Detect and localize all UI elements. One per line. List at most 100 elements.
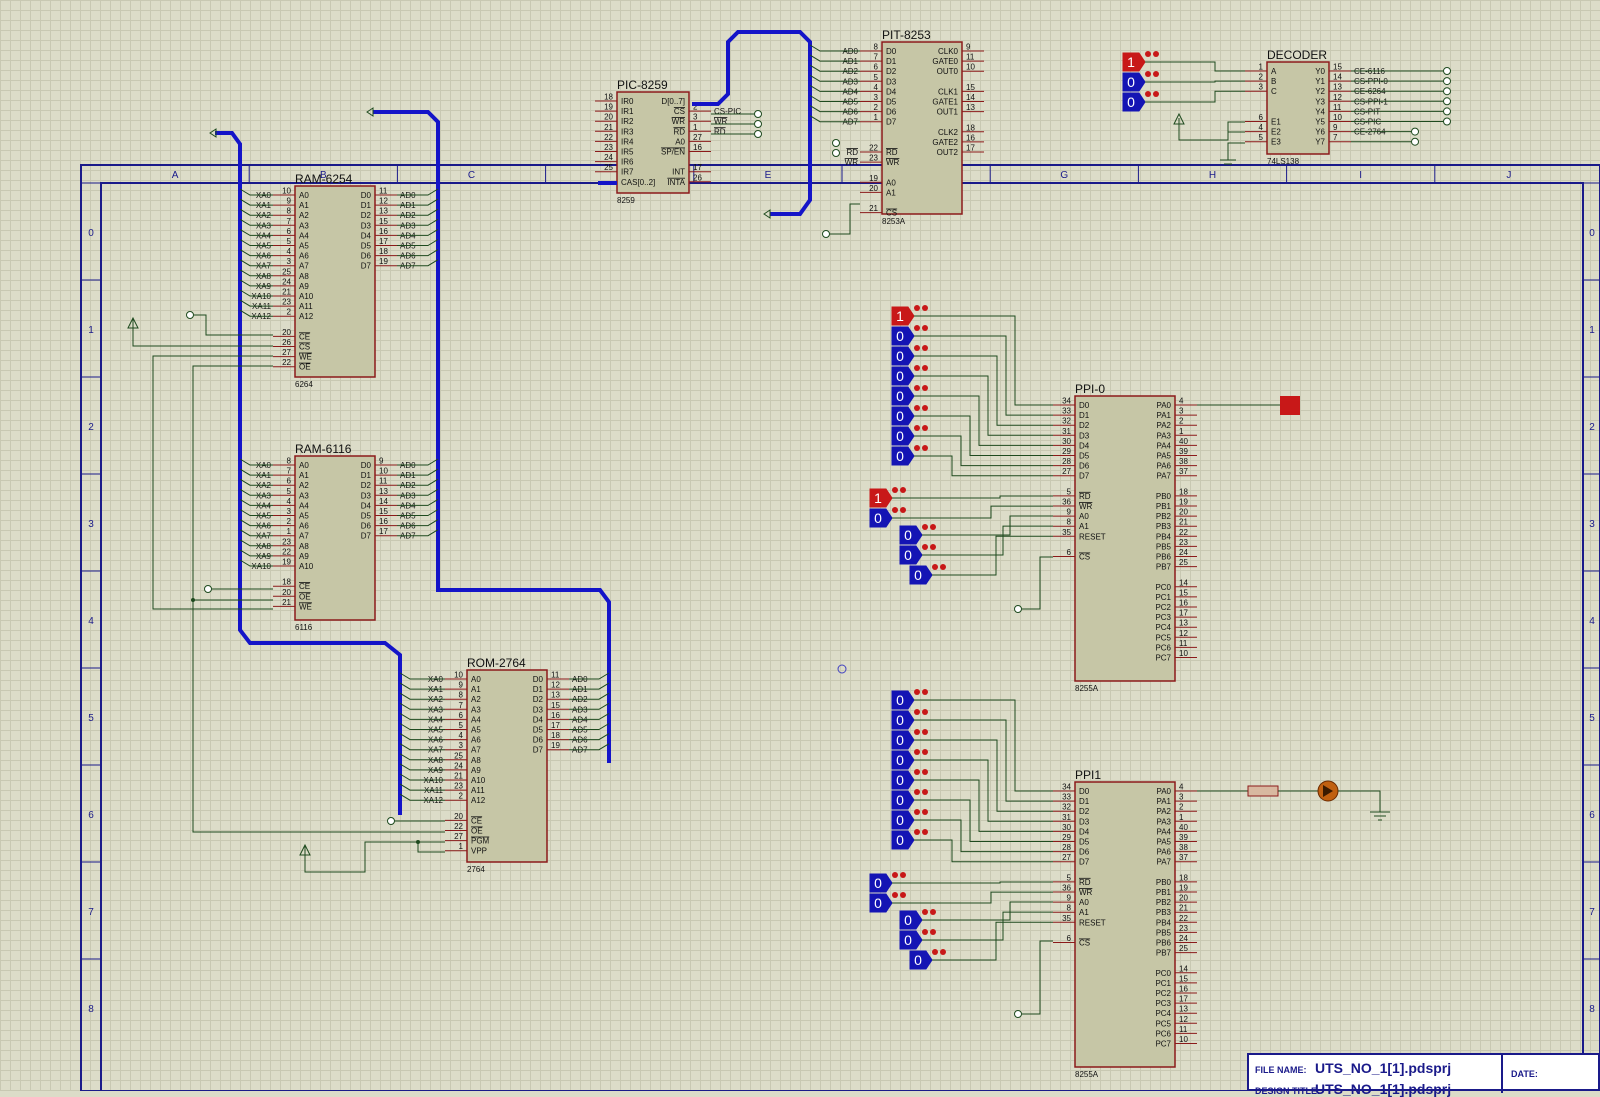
bus-entry-ram6254-data bbox=[397, 218, 439, 226]
pin-number: 11 bbox=[966, 53, 975, 62]
pin-number: 35 bbox=[1062, 528, 1071, 537]
pin-name: D2 bbox=[1079, 807, 1090, 816]
pin-name: PB0 bbox=[1156, 878, 1172, 887]
wire-ppi1-data bbox=[914, 799, 1053, 842]
pin-number: 19 bbox=[282, 558, 291, 567]
pin-number: 27 bbox=[1062, 853, 1071, 862]
bus-entry-ram6254-addr bbox=[239, 208, 273, 216]
pin-name: D0 bbox=[886, 47, 897, 56]
ppi0-data-logic-state-dot bbox=[914, 385, 920, 391]
pin-name: PB6 bbox=[1156, 553, 1172, 562]
pin-number: 18 bbox=[966, 123, 975, 132]
pin-name: D2 bbox=[361, 481, 372, 490]
pin-name: A4 bbox=[471, 715, 481, 724]
ppi0-data-logic-state-value: 0 bbox=[896, 348, 904, 364]
pin-name: IR5 bbox=[621, 148, 634, 157]
pin-name: D3 bbox=[886, 77, 897, 86]
pin-name: A10 bbox=[299, 292, 314, 301]
ppi0-ctrl-logic-state-dot bbox=[900, 507, 906, 513]
pin-number: 9 bbox=[459, 681, 464, 690]
pin-name: PC0 bbox=[1155, 969, 1171, 978]
ppi0-data-logic-state-dot bbox=[922, 325, 928, 331]
pin-name: CLK2 bbox=[938, 128, 959, 137]
ppi1-data-logic-state-dot bbox=[922, 729, 928, 735]
ppi0-addr-logic-state-value: 0 bbox=[904, 527, 912, 543]
ppi1-data-logic-state bbox=[891, 710, 915, 730]
pin-name: Y0 bbox=[1315, 67, 1325, 76]
ppi0-data-logic-state-dot bbox=[914, 345, 920, 351]
bus-entry-rom-data bbox=[569, 692, 610, 700]
chip-body bbox=[1074, 395, 1176, 682]
bus-entry-ram6116-data bbox=[397, 458, 439, 466]
terminal-circle bbox=[387, 817, 395, 825]
ppi1-data-logic-state-dot bbox=[922, 749, 928, 755]
pit-rd-terminal bbox=[832, 139, 840, 147]
frame-col-label-E: E bbox=[765, 170, 772, 181]
bus-entry-ram6254-data bbox=[397, 249, 439, 257]
pin-number: 1 bbox=[1179, 427, 1184, 436]
pin-name: A2 bbox=[299, 211, 309, 220]
frame-row-label-2: 2 bbox=[88, 422, 94, 433]
pin-number: 11 bbox=[1179, 639, 1188, 648]
pin-number: 10 bbox=[454, 671, 463, 680]
chip-part: 2764 bbox=[467, 865, 485, 874]
pin-name: D2 bbox=[361, 211, 372, 220]
chip-name: PIC-8259 bbox=[617, 78, 668, 92]
pin-name: Y7 bbox=[1315, 138, 1325, 147]
wire-ppi0-data bbox=[914, 375, 1053, 436]
pin-name: INTA bbox=[667, 178, 685, 187]
pin-number: 24 bbox=[454, 761, 463, 770]
title-block: FILE NAME: UTS_NO_1[1].pdsprj DESIGN TIT… bbox=[1247, 1053, 1600, 1097]
pin-number: 15 bbox=[1333, 63, 1342, 72]
pin-name: CS bbox=[1079, 939, 1090, 948]
bus-entry-ram6254-addr bbox=[239, 269, 273, 277]
pin-number: 21 bbox=[1179, 904, 1188, 913]
pin-name: D6 bbox=[361, 252, 372, 261]
pin-name: CE bbox=[299, 332, 310, 341]
wire-ce6254 bbox=[194, 314, 273, 336]
pin-name: CE bbox=[471, 816, 482, 825]
ppi0-data-logic-state-value: 0 bbox=[896, 408, 904, 424]
pin-name: A0 bbox=[299, 191, 309, 200]
pin-number: 19 bbox=[1179, 884, 1188, 893]
pin-number: 36 bbox=[1062, 884, 1071, 893]
pin-number: 6 bbox=[287, 477, 292, 486]
pin-name: OUT0 bbox=[937, 67, 959, 76]
wire-ppi1-data bbox=[914, 759, 1053, 822]
chip-name: RAM-6116 bbox=[295, 442, 352, 456]
bus-entry-ram6116-addr bbox=[239, 539, 273, 547]
pin-name: RD bbox=[673, 127, 685, 136]
bus-terminal-arrow bbox=[209, 128, 217, 138]
pin-number: 30 bbox=[1062, 437, 1071, 446]
frame-outer bbox=[80, 164, 1600, 1091]
wire-ppi0-data bbox=[914, 455, 1053, 477]
decoder-output-terminal bbox=[1443, 67, 1451, 75]
junction-oe bbox=[191, 598, 195, 602]
pin-name: A7 bbox=[299, 532, 309, 541]
pin-name: PC5 bbox=[1155, 633, 1171, 642]
terminal-circle bbox=[186, 311, 194, 319]
pin-number: 27 bbox=[454, 832, 463, 841]
pin-number: 15 bbox=[551, 701, 560, 710]
pin-number: 12 bbox=[1333, 93, 1342, 102]
pin-number: 14 bbox=[1179, 578, 1188, 587]
chip-body bbox=[1074, 781, 1176, 1068]
pin-number: 16 bbox=[966, 133, 975, 142]
pin-name: A2 bbox=[471, 695, 481, 704]
chip-name: DECODER bbox=[1267, 48, 1327, 62]
pin-name: OE bbox=[299, 363, 311, 372]
pin-name: D6 bbox=[361, 522, 372, 531]
pin-name: A1 bbox=[299, 471, 309, 480]
terminal-circle bbox=[1014, 605, 1022, 613]
pin-name: A0 bbox=[1079, 512, 1089, 521]
terminal-circle bbox=[822, 230, 830, 238]
pin-number: 6 bbox=[459, 711, 464, 720]
ppi0-data-logic-state bbox=[891, 306, 915, 326]
pin-name: D1 bbox=[886, 57, 897, 66]
pin-number: 25 bbox=[282, 267, 291, 276]
pin-name: PA0 bbox=[1156, 787, 1171, 796]
pin-name: RESET bbox=[1079, 532, 1106, 541]
pin-name: OUT1 bbox=[937, 108, 959, 117]
